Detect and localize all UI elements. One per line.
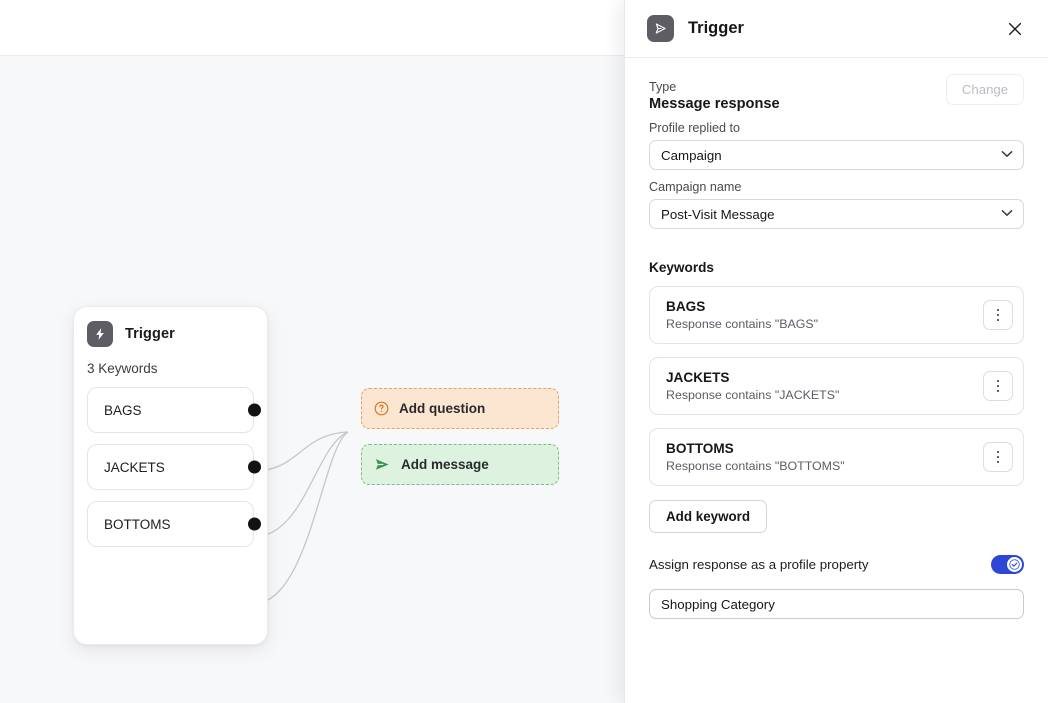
- question-circle-icon: [374, 401, 389, 416]
- send-arrow-icon: [374, 457, 391, 472]
- toggle-knob-check-icon: [1007, 557, 1022, 572]
- trigger-node-header: Trigger: [87, 321, 254, 347]
- assign-property-toggle[interactable]: [991, 555, 1024, 574]
- profile-replied-to-value: Campaign: [661, 147, 722, 163]
- node-keyword-bottoms[interactable]: BOTTOMS: [87, 501, 261, 547]
- keyword-name: BOTTOMS: [666, 441, 734, 456]
- keyword-card-bottoms[interactable]: BOTTOMS Response contains "BOTTOMS": [649, 428, 1024, 486]
- assign-property-label: Assign response as a profile property: [649, 557, 869, 572]
- add-question-label: Add question: [399, 401, 486, 416]
- add-keyword-button[interactable]: Add keyword: [649, 500, 768, 533]
- keyword-name: BAGS: [666, 299, 706, 314]
- node-keyword-label: BAGS: [104, 402, 142, 418]
- profile-replied-to-label: Profile replied to: [649, 121, 741, 135]
- keyword-description: Response contains "BOTTOMS": [666, 459, 845, 473]
- trigger-node-subtitle: 3 Keywords: [87, 361, 158, 376]
- profile-replied-to-select[interactable]: Campaign: [649, 140, 1024, 170]
- profile-property-value: Shopping Category: [661, 596, 775, 612]
- node-keyword-label: BOTTOMS: [104, 516, 171, 532]
- keyword-options-menu-icon[interactable]: [983, 442, 1013, 472]
- chevron-down-icon: [1001, 209, 1013, 220]
- keyword-description: Response contains "BAGS": [666, 317, 819, 331]
- lightning-bolt-icon: [87, 321, 113, 347]
- connector-dot[interactable]: [247, 517, 261, 531]
- keywords-section-title: Keywords: [649, 260, 714, 275]
- keyword-card-jackets[interactable]: JACKETS Response contains "JACKETS": [649, 357, 1024, 415]
- keyword-card-text: BOTTOMS Response contains "BOTTOMS": [666, 441, 983, 473]
- panel-title: Trigger: [688, 19, 744, 37]
- node-keyword-bags[interactable]: BAGS: [87, 387, 261, 433]
- connector-dot[interactable]: [247, 460, 261, 474]
- campaign-name-select[interactable]: Post-Visit Message: [649, 199, 1024, 229]
- keyword-card-text: JACKETS Response contains "JACKETS": [666, 370, 983, 402]
- assign-property-row: Assign response as a profile property: [649, 555, 1024, 574]
- keyword-name: JACKETS: [666, 370, 730, 385]
- send-arrow-icon: [647, 15, 674, 42]
- trigger-details-panel: Trigger Change Type Message response Pro…: [624, 0, 1048, 703]
- canvas-topbar: [0, 0, 640, 56]
- add-question-button[interactable]: Add question: [361, 388, 559, 429]
- trigger-node-title: Trigger: [125, 326, 175, 342]
- add-message-label: Add message: [401, 457, 489, 472]
- keyword-description: Response contains "JACKETS": [666, 388, 840, 402]
- connector-dot[interactable]: [247, 403, 261, 417]
- profile-property-input[interactable]: Shopping Category: [649, 589, 1024, 619]
- keyword-options-menu-icon[interactable]: [983, 300, 1013, 330]
- type-label: Type: [649, 80, 677, 94]
- campaign-name-label: Campaign name: [649, 180, 742, 194]
- node-keyword-jackets[interactable]: JACKETS: [87, 444, 261, 490]
- close-icon[interactable]: [1002, 16, 1028, 42]
- change-type-button[interactable]: Change: [946, 74, 1024, 105]
- flow-canvas[interactable]: Add question Add message Trigger 3 Ke: [0, 56, 640, 703]
- panel-header: Trigger: [625, 0, 1048, 58]
- campaign-name-value: Post-Visit Message: [661, 206, 775, 222]
- type-value: Message response: [649, 96, 780, 112]
- keyword-card-bags[interactable]: BAGS Response contains "BAGS": [649, 286, 1024, 344]
- panel-body: Change Type Message response Profile rep…: [625, 58, 1048, 619]
- trigger-node-card[interactable]: Trigger 3 Keywords BAGS JACKETS BOTTOMS: [73, 306, 268, 645]
- add-message-button[interactable]: Add message: [361, 444, 559, 485]
- keyword-options-menu-icon[interactable]: [983, 371, 1013, 401]
- keyword-card-text: BAGS Response contains "BAGS": [666, 299, 983, 331]
- node-keyword-label: JACKETS: [104, 459, 165, 475]
- chevron-down-icon: [1001, 150, 1013, 161]
